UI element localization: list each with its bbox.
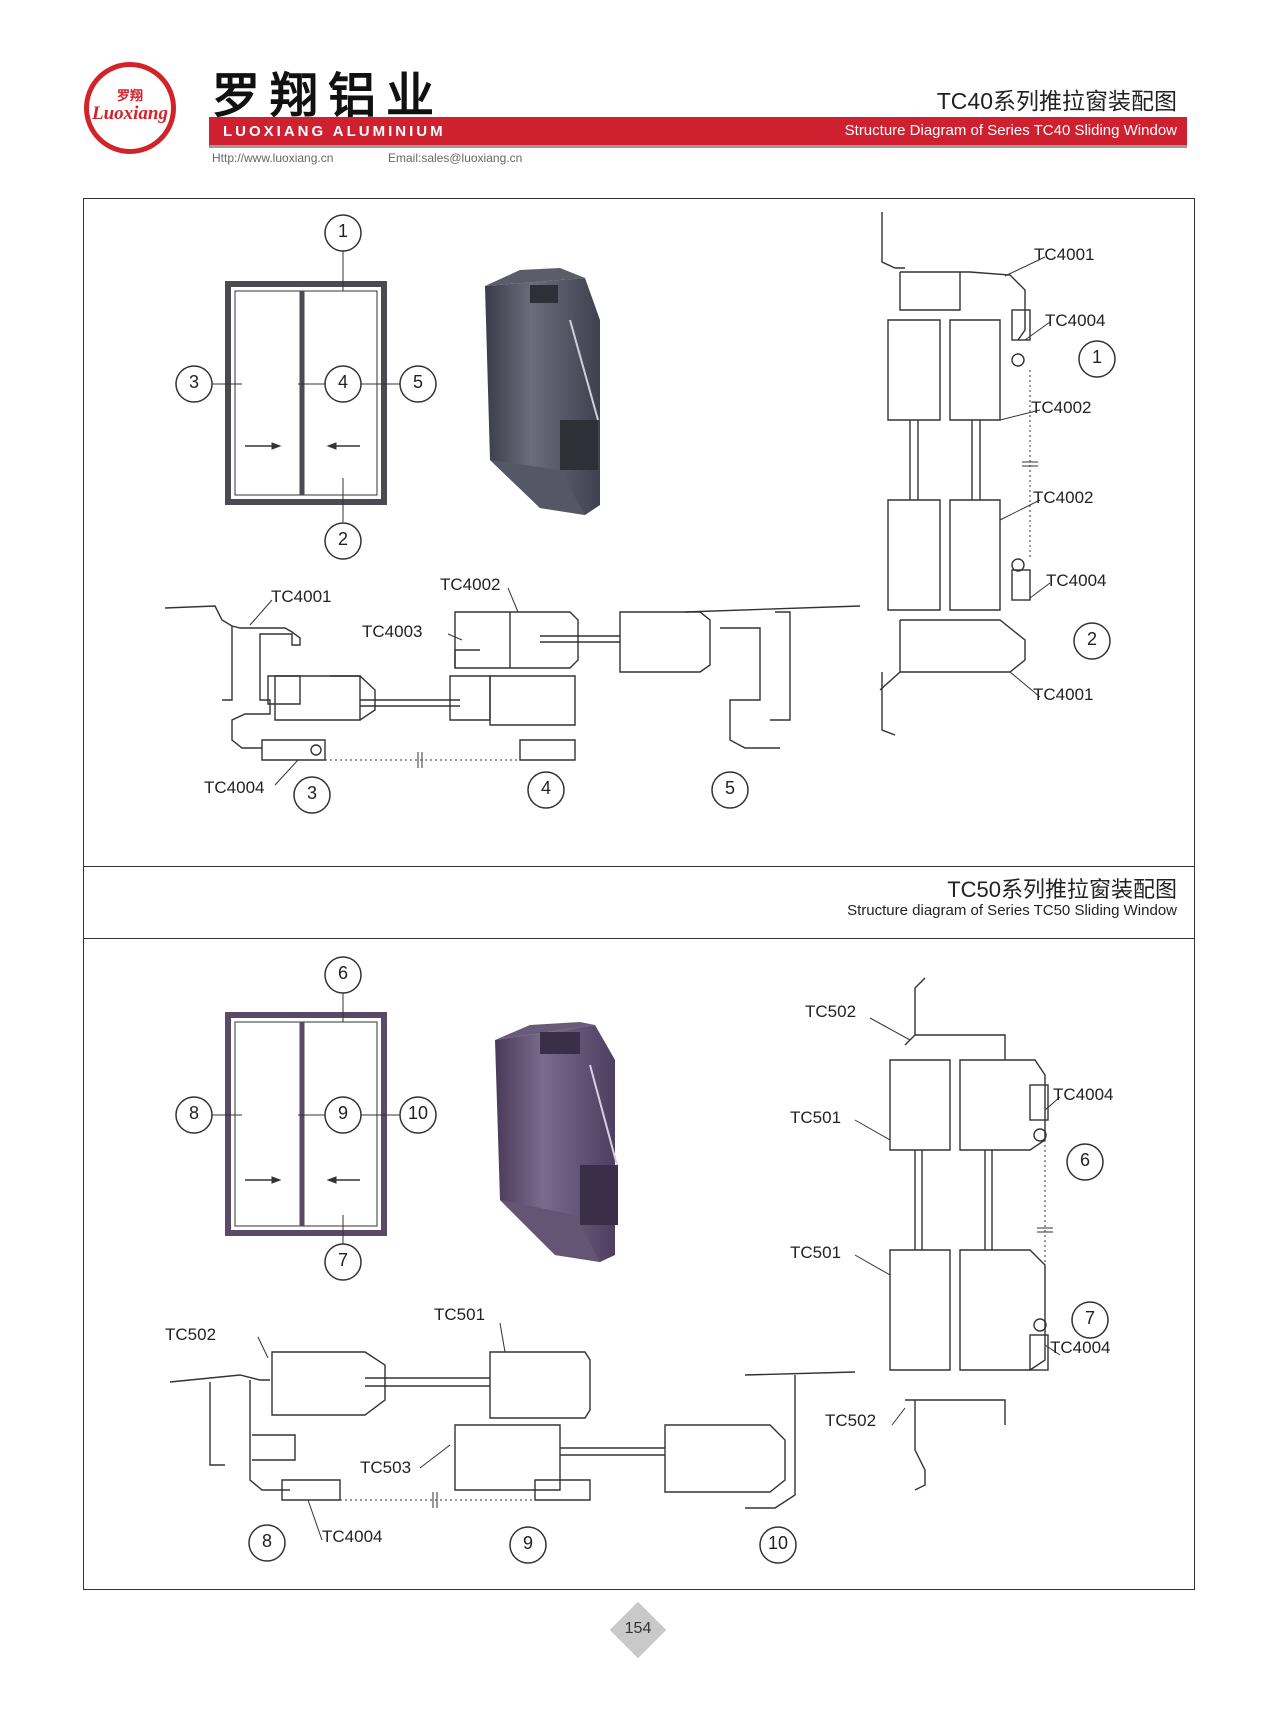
page-title-chinese: TC40系列推拉窗装配图 (936, 88, 1177, 114)
logo-english-text: Luoxiang (91, 103, 169, 124)
callout-4: 4 (337, 372, 348, 392)
section-divider-top (83, 866, 1195, 867)
label-tc501-horizontal: TC501 (434, 1305, 486, 1324)
label-tc4004-horizontal: TC4004 (204, 778, 265, 797)
callout-5: 5 (412, 372, 423, 392)
tc50-title-chinese: TC50系列推拉窗装配图 (947, 877, 1177, 902)
label-tc4004-horizontal: TC4004 (322, 1527, 383, 1546)
callout-circles (175, 214, 1116, 1564)
callout-2: 2 (337, 529, 348, 549)
label-tc4002-vertical-top: TC4002 (1031, 398, 1092, 417)
label-tc4004-vertical-bottom: TC4004 (1050, 1338, 1111, 1357)
label-tc501-vertical-top: TC501 (790, 1108, 842, 1127)
brand-name-chinese: 罗翔铝业 (212, 68, 445, 124)
section-divider-bottom (83, 938, 1195, 939)
label-tc4002-vertical-bottom: TC4002 (1033, 488, 1094, 507)
tc50-horizontal-section (169, 1351, 856, 1509)
tc40-horizontal-section (164, 605, 861, 768)
label-tc4004-vertical-bottom: TC4004 (1046, 571, 1107, 590)
website-link[interactable]: Http://www.luoxiang.cn (212, 151, 334, 165)
section-callout-4: 4 (540, 778, 551, 798)
callout-3: 3 (188, 372, 199, 392)
tc40-leader-lines (249, 256, 1051, 786)
vertical-callout-7: 7 (1084, 1308, 1095, 1328)
section-callout-8: 8 (261, 1531, 272, 1551)
label-tc502-vertical-top: TC502 (805, 1002, 857, 1021)
vertical-callout-6: 6 (1079, 1150, 1090, 1170)
tc40-front-view (210, 235, 400, 522)
section-callout-5: 5 (724, 778, 735, 798)
page-number: 154 (624, 1620, 652, 1637)
callout-8: 8 (188, 1103, 199, 1123)
label-tc501-vertical-bottom: TC501 (790, 1243, 842, 1262)
header-red-bar: LUOXIANG ALUMINIUM Structure Diagram of … (209, 117, 1187, 145)
header-bar-shadow (209, 145, 1187, 148)
company-logo: 罗翔 Luoxiang (84, 62, 176, 154)
label-tc502-horizontal: TC502 (165, 1325, 217, 1344)
label-tc502-vertical-bottom: TC502 (825, 1411, 877, 1430)
label-tc4001-horizontal: TC4001 (271, 587, 332, 606)
label-tc4001-vertical-bottom: TC4001 (1033, 685, 1094, 704)
callout-1: 1 (337, 221, 348, 241)
tc50-title-english: Structure diagram of Series TC50 Sliding… (847, 902, 1177, 919)
callout-7: 7 (337, 1250, 348, 1270)
label-tc4003-horizontal: TC4003 (362, 622, 423, 641)
vertical-callout-1: 1 (1091, 347, 1102, 367)
label-tc4004-vertical-top: TC4004 (1053, 1085, 1114, 1104)
section-callout-10: 10 (767, 1533, 789, 1553)
email-link[interactable]: Email:sales@luoxiang.cn (388, 151, 523, 165)
vertical-callout-2: 2 (1086, 629, 1097, 649)
logo-chinese-text: 罗翔 (116, 88, 143, 103)
tc50-front-view (210, 993, 400, 1252)
label-tc503-horizontal: TC503 (360, 1458, 412, 1477)
callout-6: 6 (337, 963, 348, 983)
tc40-3d-profile (485, 268, 600, 515)
label-tc4002-horizontal: TC4002 (440, 575, 501, 594)
diagram-frame (83, 198, 1195, 1590)
label-tc4001-vertical-top: TC4001 (1034, 245, 1095, 264)
tc50-leader-lines (257, 1017, 1061, 1541)
section-callout-3: 3 (306, 783, 317, 803)
brand-name-english: LUOXIANG ALUMINIUM (223, 123, 446, 140)
callout-9: 9 (337, 1103, 348, 1123)
label-tc4004-vertical-top: TC4004 (1045, 311, 1106, 330)
tc50-3d-profile (495, 1022, 618, 1262)
section-callout-9: 9 (522, 1533, 533, 1553)
tc50-vertical-section (889, 977, 1053, 1491)
callout-10: 10 (407, 1103, 429, 1123)
tc40-vertical-section (879, 212, 1038, 736)
page-title-english: Structure Diagram of Series TC40 Sliding… (844, 122, 1177, 139)
